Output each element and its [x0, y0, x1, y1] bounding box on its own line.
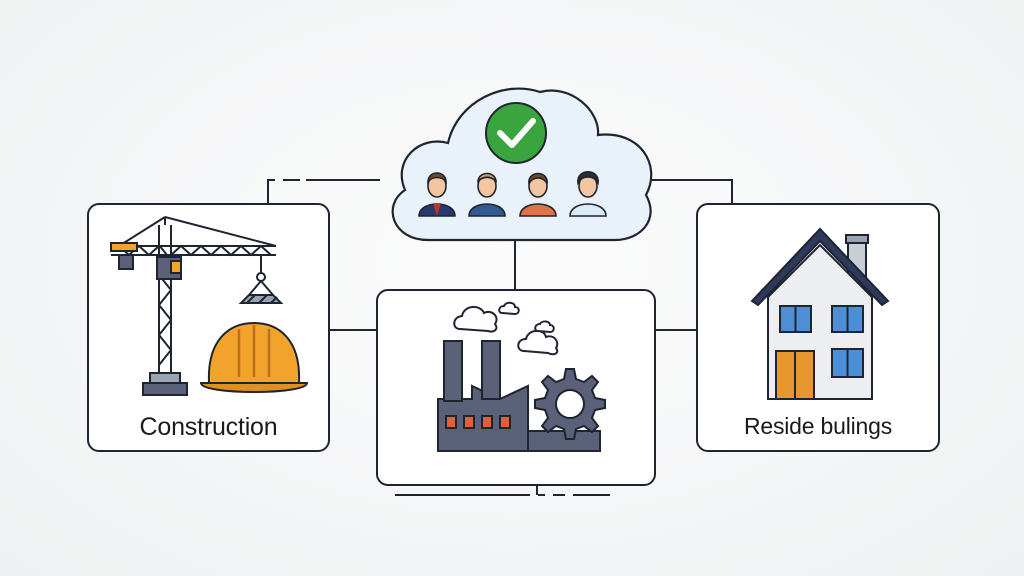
person-icon [519, 172, 557, 217]
factory-icon [437, 340, 601, 452]
construction-label: Construction [139, 413, 278, 441]
residential-label: Reside bulings [743, 413, 893, 439]
hard-hat-icon [199, 321, 309, 393]
cloud-shape [391, 87, 653, 242]
house-icon [750, 227, 890, 400]
industrial-card [376, 289, 656, 486]
connector-cloud-right [652, 179, 733, 205]
tower-crane-icon [110, 216, 284, 396]
residential-card: Reside bulings [696, 203, 940, 452]
gear-icon [534, 368, 606, 440]
person-icon [468, 172, 506, 217]
person-icon [418, 172, 456, 217]
smoke-cloud-icon [453, 301, 559, 356]
person-icon [569, 170, 607, 217]
construction-card: Construction [87, 203, 330, 452]
check-circle-icon [485, 102, 547, 164]
connector-cloud-left [267, 179, 380, 205]
